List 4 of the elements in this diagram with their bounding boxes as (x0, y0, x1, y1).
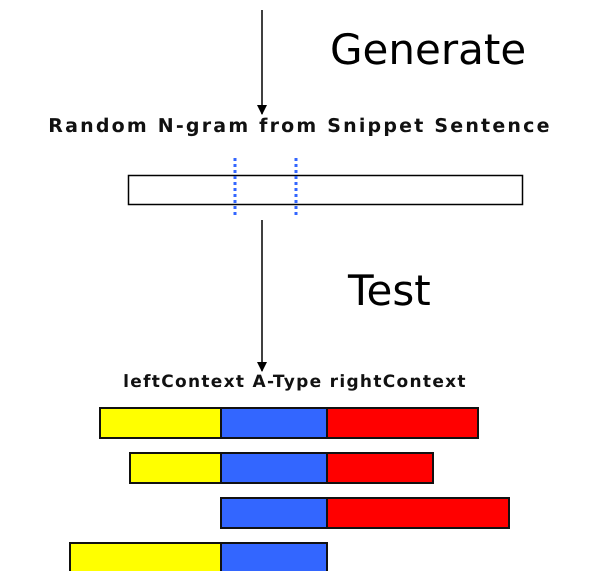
arrow (257, 10, 267, 115)
sentence-heading: Random N-gram from Snippet Sentence (47, 115, 553, 137)
column-heading: leftContext A-Type rightContext (122, 372, 468, 392)
arrow (257, 220, 267, 372)
